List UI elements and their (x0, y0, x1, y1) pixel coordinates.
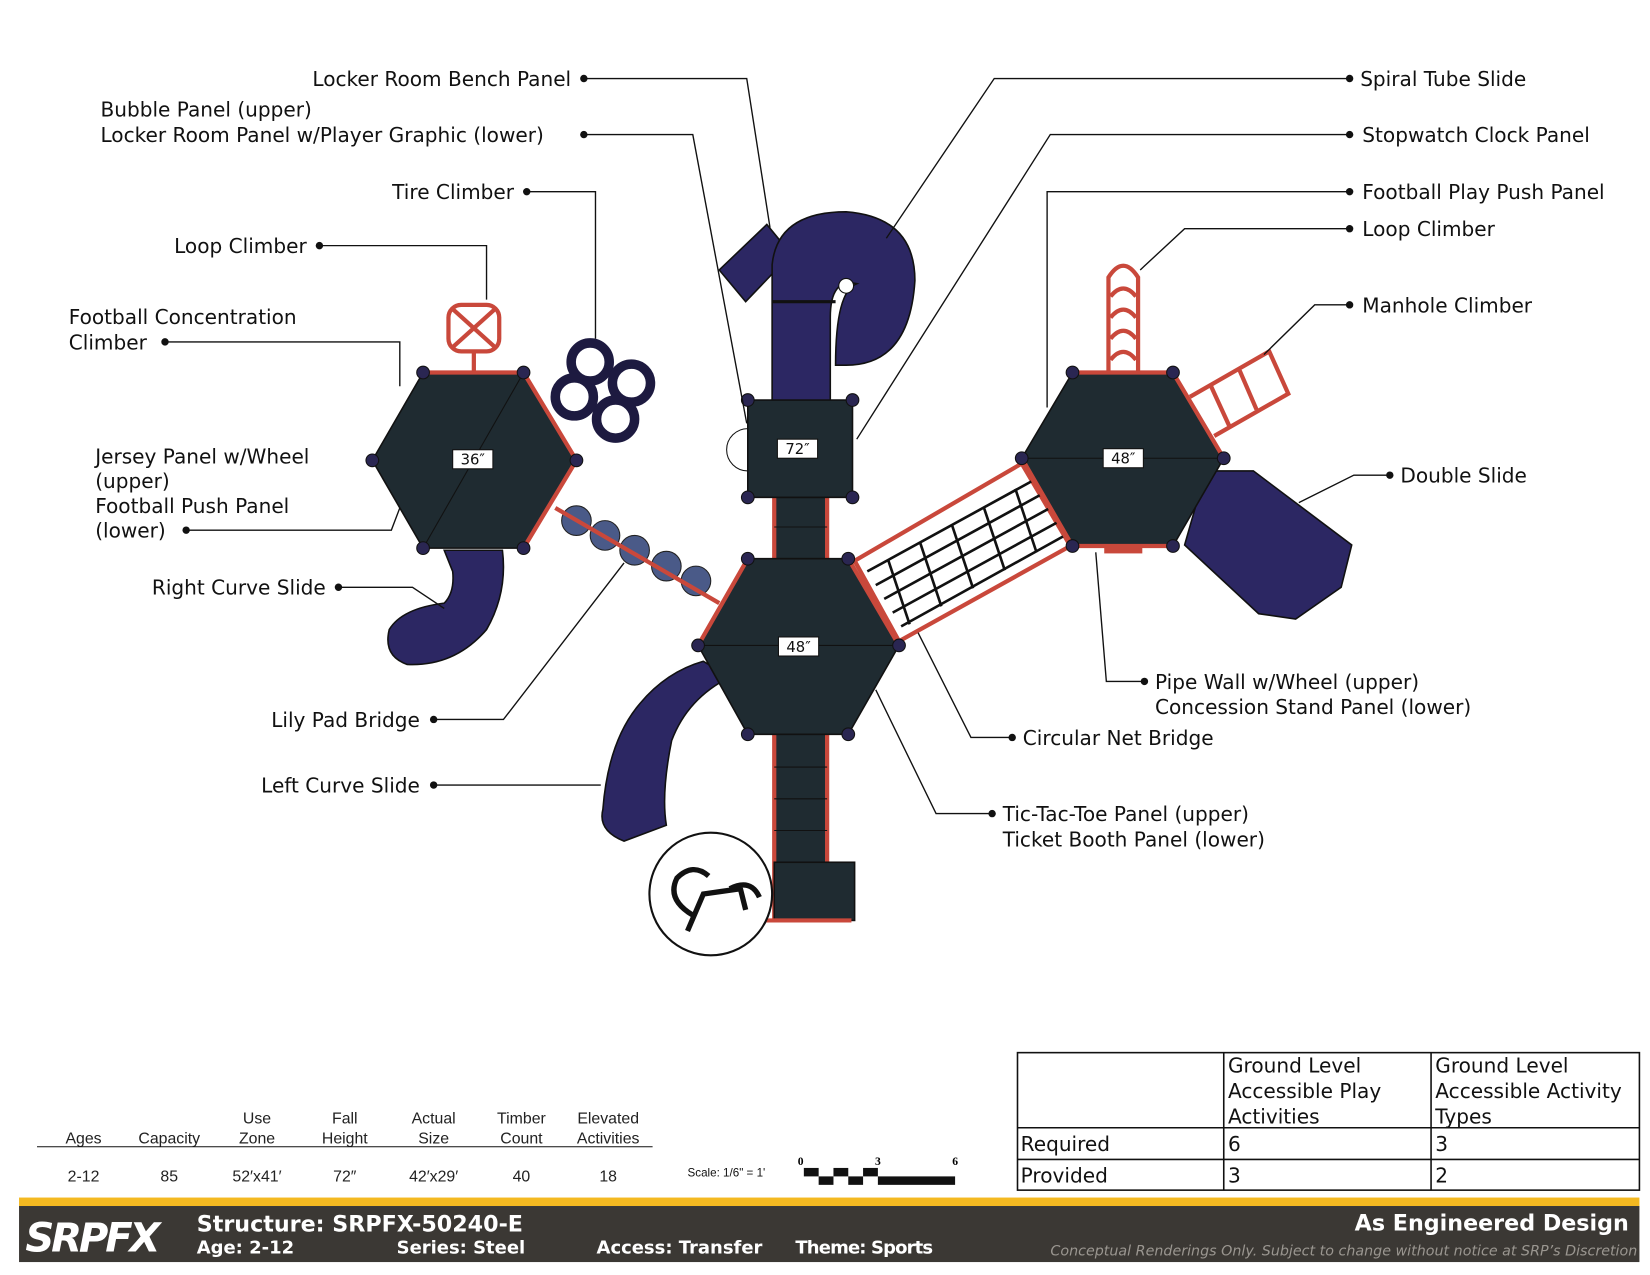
deck-center-48: 48″ (691, 551, 906, 742)
callout-locker-room-panel: Locker Room Panel w/Player Graphic (lowe… (100, 123, 543, 147)
stat-value: 85 (160, 1169, 178, 1186)
logo-text: SRPFX (25, 1215, 162, 1261)
callout-football-concentration: Football Concentration (69, 305, 297, 329)
table-cell: 2 (1435, 1164, 1448, 1188)
scale-tick: 0 (798, 1155, 804, 1168)
callout-loop-climber-left: Loop Climber (174, 234, 307, 258)
column-header: Ground Level (1228, 1054, 1361, 1078)
row-label-provided: Provided (1021, 1164, 1108, 1188)
deck-height-label: 48″ (1111, 451, 1136, 468)
stat-header: Height (322, 1131, 368, 1148)
callout-jersey-panel: Jersey Panel w/Wheel (93, 445, 309, 469)
stairs (753, 496, 856, 923)
playground-plan: 36″ 72″ 48″ 48″ (365, 210, 1353, 957)
row-label-required: Required (1021, 1132, 1110, 1156)
stat-header: Capacity (138, 1131, 200, 1148)
spiral-tube-slide (718, 210, 916, 409)
column-header: Ground Level (1435, 1054, 1568, 1078)
callout-ticket-booth: Ticket Booth Panel (lower) (1002, 827, 1265, 851)
stat-header: Actual (412, 1111, 456, 1128)
callout-double-slide: Double Slide (1400, 464, 1527, 488)
table-cell: 6 (1228, 1132, 1241, 1156)
accessibility-table: Ground Level Accessible Play Activities … (1016, 1051, 1641, 1191)
series: Series: Steel (397, 1238, 526, 1259)
callout-football-concentration-2: Climber (69, 330, 148, 354)
stat-header: Activities (577, 1131, 640, 1148)
age-range: Age: 2-12 (197, 1238, 294, 1259)
stat-header: Timber (497, 1111, 546, 1128)
callout-pipe-wall: Pipe Wall w/Wheel (upper) (1155, 670, 1419, 694)
footer-title-block: SRPFX Structure: SRPFX-50240-E Age: 2-12… (19, 1197, 1640, 1263)
callout-tic-tac-toe: Tic-Tac-Toe Panel (upper) (1002, 802, 1249, 826)
deck-right-48: 48″ (1014, 365, 1231, 554)
column-header: Activities (1228, 1105, 1320, 1129)
srpfx-logo: SRPFX (25, 1215, 165, 1261)
deck-tower-72: 72″ (726, 393, 860, 505)
deck-height-label: 48″ (786, 639, 811, 656)
callout-manhole-climber: Manhole Climber (1362, 293, 1533, 317)
callout-loop-climber-right: Loop Climber (1362, 217, 1495, 241)
transfer-access-icon (648, 831, 774, 957)
column-header: Types (1434, 1105, 1492, 1129)
theme: Theme: Sports (795, 1238, 932, 1259)
stat-header: Ages (65, 1131, 101, 1148)
callout-concession-stand: Concession Stand Panel (lower) (1155, 695, 1471, 719)
callout-circular-net-bridge: Circular Net Bridge (1023, 726, 1214, 750)
disclaimer: Conceptual Renderings Only. Subject to c… (1050, 1244, 1637, 1260)
stat-value: 18 (599, 1169, 617, 1186)
table-cell: 3 (1435, 1132, 1448, 1156)
leader-lines (161, 74, 1394, 818)
manhole-climber (1188, 348, 1291, 438)
callout-bubble-panel: Bubble Panel (upper) (100, 98, 311, 122)
stat-header: Fall (332, 1111, 358, 1128)
table-cell: 3 (1228, 1164, 1241, 1188)
lily-pad-bridge (554, 505, 721, 605)
stats-headers: Ages Capacity Use Zone Fall Height Actua… (65, 1111, 639, 1148)
callout-labels: Locker Room Bench Panel Bubble Panel (up… (69, 67, 1605, 851)
stat-value: 2-12 (68, 1169, 100, 1186)
stat-header: Zone (239, 1131, 275, 1148)
deck-height-label: 72″ (785, 441, 810, 458)
loop-climber-right (1106, 263, 1141, 373)
right-curve-slide (387, 549, 505, 666)
callout-football-push-panel-2: (lower) (95, 519, 166, 543)
scale-tick: 3 (875, 1155, 881, 1168)
design-status: As Engineered Design (1355, 1210, 1629, 1236)
callout-tire-climber: Tire Climber (391, 180, 515, 204)
structure-stats: Ages Capacity Use Zone Fall Height Actua… (37, 1111, 653, 1186)
callout-left-curve-slide: Left Curve Slide (261, 773, 420, 797)
scale-bar: Scale: 1/6" = 1' 0 3 6 (688, 1155, 958, 1185)
stat-header: Elevated (577, 1111, 639, 1128)
loop-climber-left (446, 302, 502, 373)
stat-header: Size (418, 1131, 449, 1148)
stat-header: Use (243, 1111, 271, 1128)
callout-stopwatch-clock-panel: Stopwatch Clock Panel (1362, 123, 1590, 147)
stat-value: 42′x29′ (409, 1169, 458, 1186)
double-slide (1183, 470, 1353, 620)
stats-values: 2-12 85 52′x41′ 72″ 42′x29′ 40 18 (68, 1169, 617, 1186)
callout-football-play-push-panel: Football Play Push Panel (1362, 180, 1604, 204)
deck-left-36: 36″ (365, 365, 584, 555)
tire-climber (550, 338, 656, 443)
column-header: Accessible Activity (1435, 1079, 1622, 1103)
callout-locker-room-bench: Locker Room Bench Panel (312, 67, 571, 91)
stat-header: Count (500, 1131, 543, 1148)
left-curve-slide (601, 660, 732, 842)
structure-id: Structure: SRPFX-50240-E (197, 1211, 523, 1237)
access-type: Access: Transfer (597, 1238, 763, 1259)
scale-label: Scale: 1/6" = 1' (688, 1166, 766, 1179)
stat-value: 72″ (333, 1169, 357, 1186)
stat-value: 40 (513, 1169, 531, 1186)
stat-value: 52′x41′ (232, 1169, 281, 1186)
callout-lily-pad-bridge: Lily Pad Bridge (271, 708, 420, 732)
deck-height-label: 36″ (461, 452, 486, 469)
callout-right-curve-slide: Right Curve Slide (152, 576, 326, 600)
callout-football-push-panel: Football Push Panel (95, 494, 289, 518)
callout-jersey-panel-2: (upper) (95, 469, 170, 493)
column-header: Accessible Play (1228, 1079, 1381, 1103)
scale-tick: 6 (952, 1155, 958, 1168)
callout-spiral-tube-slide: Spiral Tube Slide (1360, 67, 1526, 91)
circular-net-bridge (851, 460, 1074, 645)
